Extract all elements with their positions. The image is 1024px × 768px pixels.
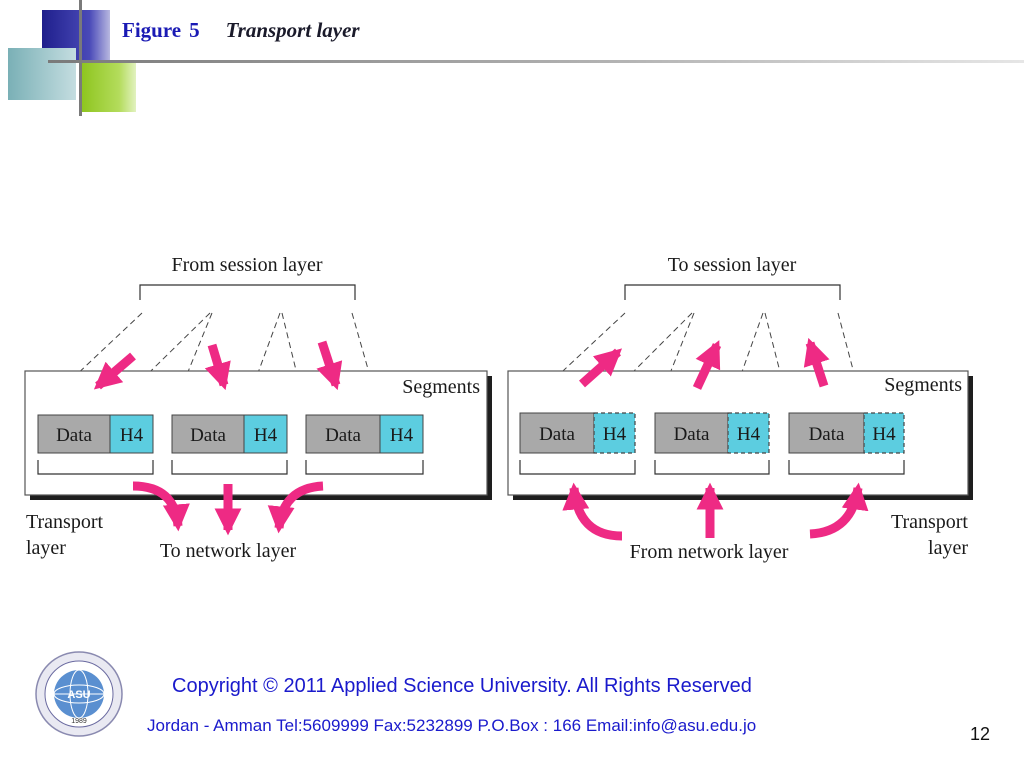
data-cell [519, 412, 595, 454]
h4-cell-text: H4 [390, 425, 414, 446]
slide-subtitle: Transport layer [225, 18, 360, 42]
left-bottom-label: To network layer [160, 540, 297, 562]
page-number: 12 [970, 724, 991, 744]
arrow-curve-left [132, 481, 190, 532]
segment-bracket [171, 460, 288, 475]
left-down-arrows [93, 340, 343, 391]
data-cell-text: Data [809, 424, 845, 445]
right-side-label-line2: layer [928, 537, 968, 559]
left-segment-1: Data H4 [37, 414, 154, 475]
decor-green-block [80, 62, 136, 112]
h4-cell-text: H4 [603, 424, 627, 445]
data-cell [788, 412, 865, 454]
right-side-label-line1: Transport [891, 511, 968, 533]
right-in-arrows [562, 482, 869, 541]
left-segments-label: Segments [402, 376, 480, 398]
contact-text: Jordan - Amman Tel:5609999 Fax:5232899 P… [147, 716, 757, 735]
right-up-arrows [579, 337, 830, 390]
data-cell [171, 414, 245, 454]
arrow-curve-right-up [809, 482, 869, 539]
right-panel: To session layer Segments Data H4 Data H… [507, 254, 973, 563]
figure-number: 5 [189, 18, 200, 42]
right-bottom-label: From network layer [630, 541, 789, 563]
right-segment-3: Data H4 [788, 412, 905, 475]
decor-teal-block [8, 48, 76, 100]
h4-cell [109, 414, 154, 454]
segment-bracket [305, 460, 424, 475]
arrow-up-right [803, 337, 830, 388]
h4-cell [243, 414, 288, 454]
arrow-up-mid [692, 340, 722, 390]
university-logo: ASU 1989 [35, 651, 123, 737]
right-top-bracket [624, 284, 841, 300]
logo-year: 1989 [71, 718, 87, 725]
decor-vertical-line [79, 0, 82, 116]
data-cell-text: Data [56, 425, 92, 446]
right-segment-1: Data H4 [519, 412, 636, 475]
data-cell-text: Data [539, 424, 575, 445]
copyright-text: Copyright © 2011 Applied Science Univers… [172, 675, 752, 697]
arrow-down-mid [204, 343, 231, 391]
h4-cell-text: H4 [872, 424, 896, 445]
segment-bracket [519, 460, 636, 475]
left-out-arrows [132, 481, 324, 536]
arrow-down-right [316, 340, 343, 391]
h4-cell-dashed [863, 412, 905, 454]
segment-bracket [37, 460, 154, 475]
left-side-label-line2: layer [26, 537, 66, 559]
h4-cell-text: H4 [254, 425, 278, 446]
left-top-label: From session layer [171, 254, 322, 276]
data-cell-text: Data [325, 425, 361, 446]
slide-title: Figure 5 Transport layer [122, 18, 360, 43]
h4-cell-dashed [593, 412, 636, 454]
arrow-curve-left-up [562, 482, 623, 541]
left-panel: From session layer Segments Data H4 Data… [24, 254, 492, 562]
logo-text: ASU [67, 689, 90, 701]
h4-cell [379, 414, 424, 454]
data-cell-text: Data [190, 425, 226, 446]
left-segment-2: Data H4 [171, 414, 288, 475]
arrow-curve-right [267, 481, 324, 534]
figure-label: Figure [122, 18, 182, 42]
h4-cell-dashed [727, 412, 770, 454]
right-segments-label: Segments [884, 374, 962, 396]
right-segment-2: Data H4 [654, 412, 770, 475]
segment-bracket [654, 460, 770, 475]
left-top-bracket [139, 284, 356, 300]
h4-cell-text: H4 [737, 424, 761, 445]
right-top-label: To session layer [668, 254, 797, 276]
arrow-down-left [93, 352, 136, 390]
left-side-label-line1: Transport [26, 511, 103, 533]
data-cell-text: Data [674, 424, 710, 445]
h4-cell-text: H4 [120, 425, 144, 446]
decor-horizontal-line [48, 60, 1024, 63]
arrow-up-left [579, 348, 623, 388]
segment-bracket [788, 460, 905, 475]
left-segment-3: Data H4 [305, 414, 424, 475]
